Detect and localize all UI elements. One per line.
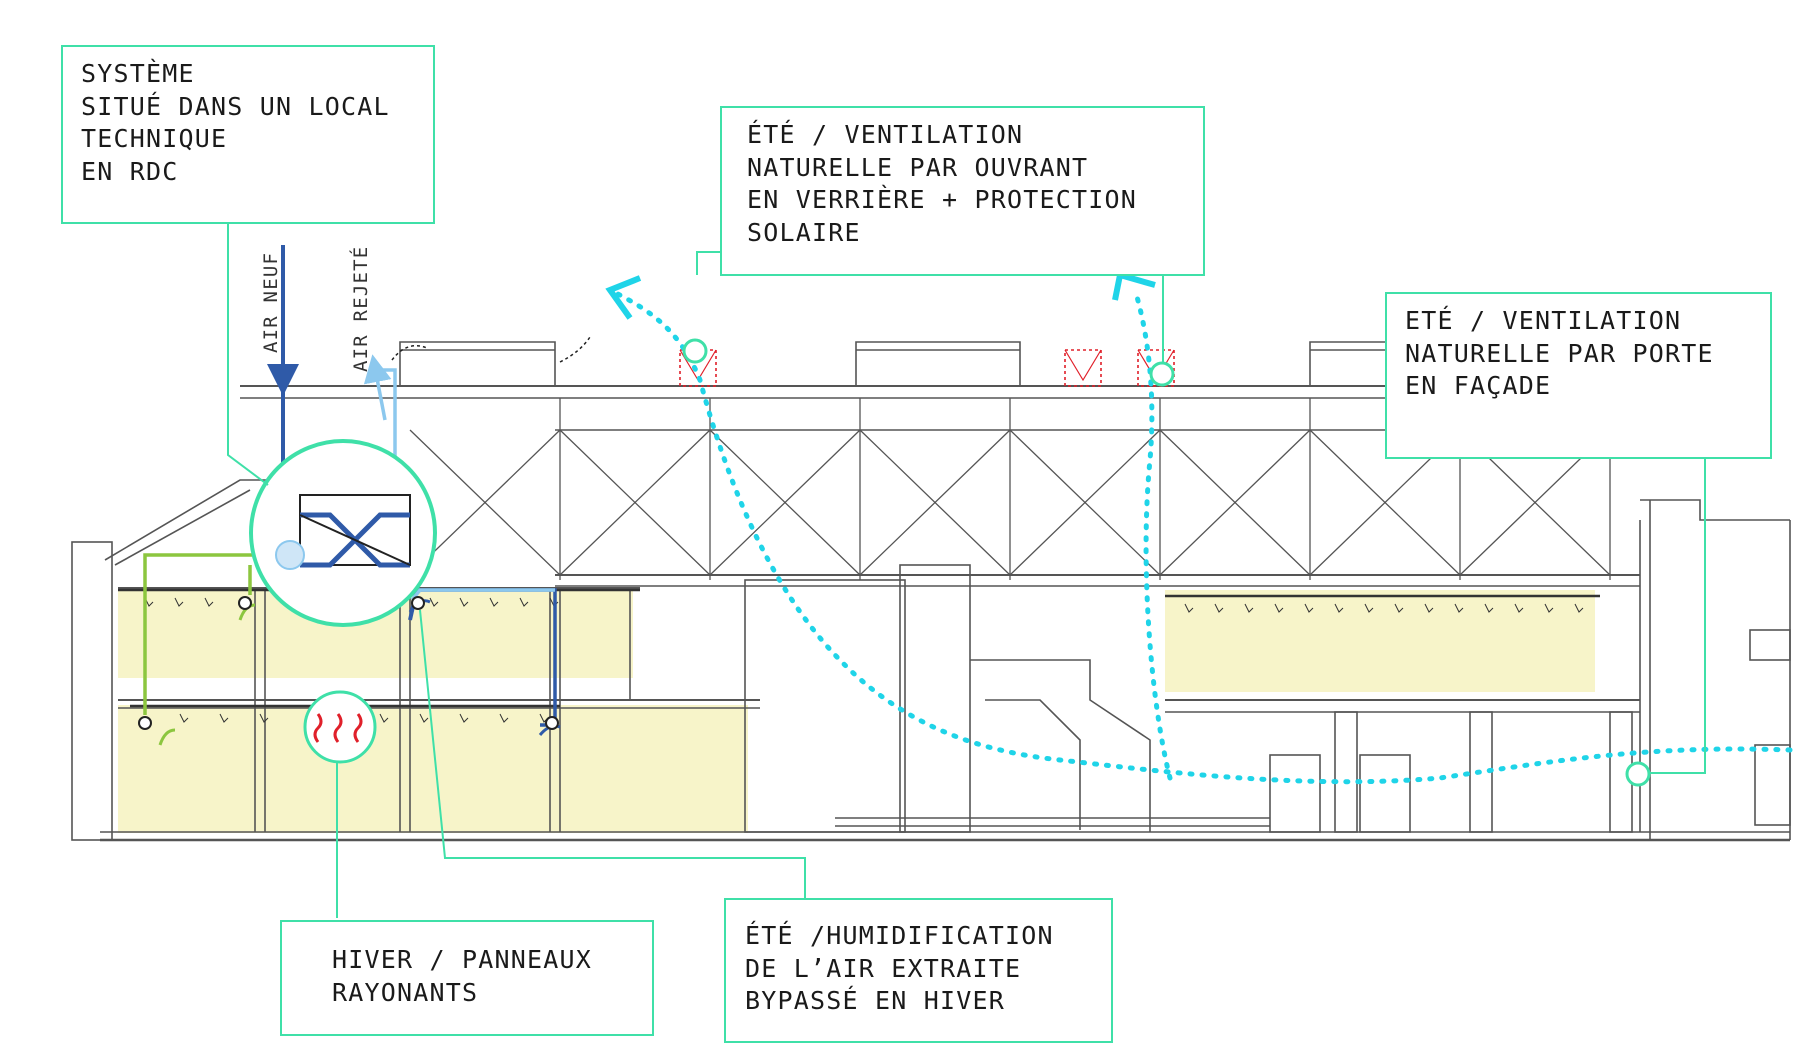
roof-openings <box>679 349 1175 387</box>
callout-summer-humidification: ÉTÉ /HUMIDIFICATION DE L’AIR EXTRAITE BY… <box>724 898 1113 1043</box>
callout-system-location: SYSTÈME SITUÉ DANS UN LOCAL TECHNIQUE EN… <box>61 45 435 224</box>
callout-summer-roof-ventilation: ÉTÉ / VENTILATION NATURELLE PAR OUVRANT … <box>720 106 1205 276</box>
natural-ventilation-paths <box>607 287 1793 785</box>
exhaust-air-label: AIR REJETÉ <box>350 245 372 372</box>
humidifier-icon <box>275 540 305 570</box>
callout-leaders <box>227 223 1706 918</box>
fresh-air-label: AIR NEUF <box>260 251 282 353</box>
ventilation-nodes <box>682 338 1651 787</box>
heating-pipes <box>143 553 561 746</box>
pipe-ends <box>138 596 559 730</box>
roof-flap-arrows <box>391 336 591 363</box>
ventilation-exit-arrows <box>605 271 1156 320</box>
radiant-heat-icon <box>313 713 363 743</box>
callout-summer-door-ventilation: ETÉ / VENTILATION NATURELLE PAR PORTE EN… <box>1385 292 1772 459</box>
heat-exchanger-icon <box>299 494 411 568</box>
callout-winter-radiant-panels: HIVER / PANNEAUX RAYONANTS <box>280 920 654 1036</box>
exhaust-air-arrow <box>363 354 392 421</box>
